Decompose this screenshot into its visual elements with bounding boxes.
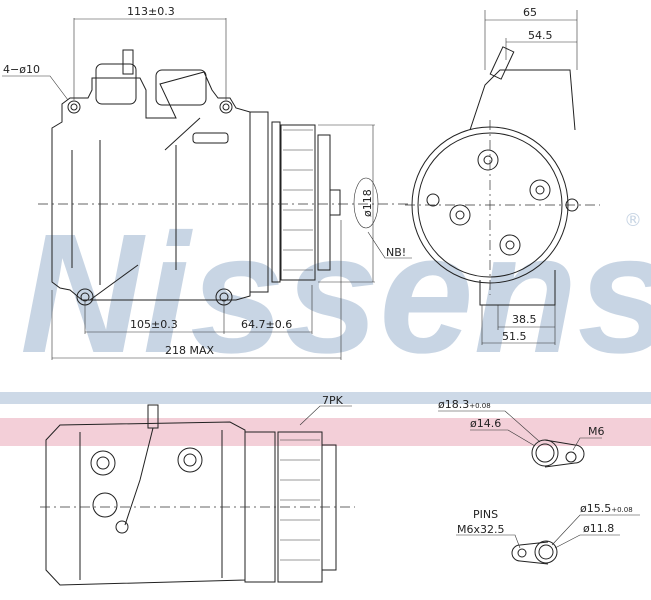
port2-outer-tolerance: +0.08 [611, 506, 632, 514]
port-detail-1: ø18.3+0.08 ø14.6 M6 [438, 398, 605, 468]
svg-text:ø18.3+0.08: ø18.3+0.08 [438, 398, 491, 411]
port2-outer-diameter: ø15.5 [580, 502, 611, 515]
end-view-dimensions: 65 54.5 38.5 51.5 [481, 6, 578, 345]
side-view-dimensions: 113±0.3 4−ø10 105±0.3 64.7±0.6 218 MAX ø… [2, 5, 412, 360]
port2-inner-diameter: ø11.8 [583, 522, 614, 535]
svg-text:ø15.5+0.08: ø15.5+0.08 [580, 502, 633, 515]
port-detail-2: PINS M6x32.5 ø15.5+0.08 ø11.8 [456, 502, 640, 565]
dim-hole-spacing: 105±0.3 [130, 318, 178, 331]
compressor-top-view [40, 404, 355, 586]
port1-inner-diameter: ø14.6 [470, 417, 501, 430]
dim-holes: 4−ø10 [3, 63, 40, 76]
dim-pulley-diameter: ø118 [361, 189, 374, 217]
compressor-side-view [38, 49, 410, 306]
pins-label: PINS [473, 508, 498, 521]
dim-pulley-offset: 64.7±0.6 [241, 318, 292, 331]
dim-end-width: 65 [523, 6, 537, 19]
registered-mark: ® [624, 210, 642, 231]
dim-overall-length: 218 MAX [165, 344, 215, 357]
port1-outer-tolerance: +0.08 [469, 402, 490, 410]
dim-bottom-b: 51.5 [502, 330, 527, 343]
pins-spec: M6x32.5 [457, 523, 505, 536]
nissens-watermark: Nissens [20, 199, 651, 389]
dim-mount-width: 113±0.3 [127, 5, 175, 18]
nb-note: NB! [386, 246, 406, 259]
pink-band [0, 418, 651, 446]
port1-thread: M6 [588, 425, 605, 438]
compressor-end-view [405, 46, 600, 306]
dim-port-offset: 54.5 [528, 29, 553, 42]
blue-band [0, 392, 651, 404]
port1-outer-diameter: ø18.3 [438, 398, 469, 411]
pulley-grooves-label: 7PK [322, 394, 344, 407]
dim-bottom-a: 38.5 [512, 313, 537, 326]
